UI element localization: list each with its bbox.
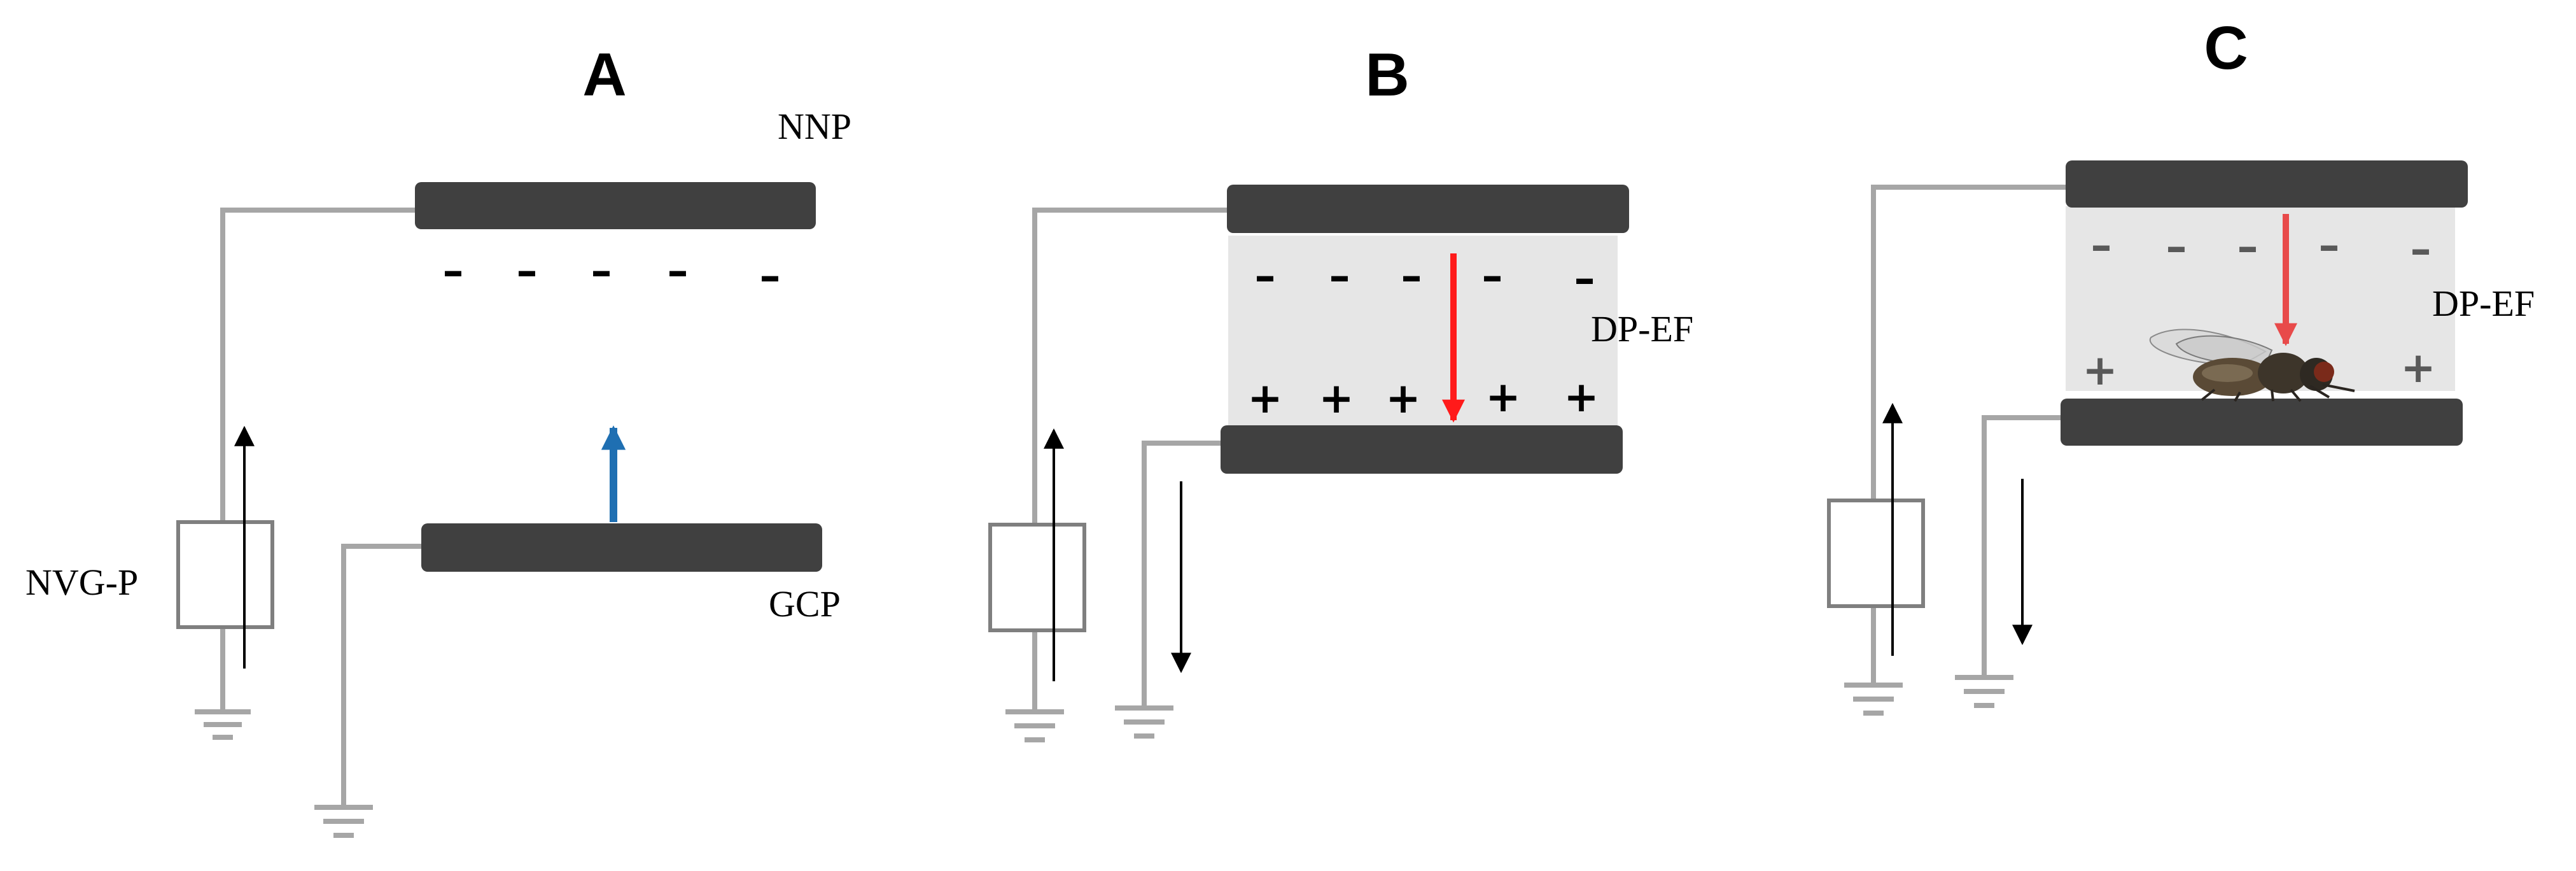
ground-symbol [314,805,373,838]
charge-neg: – [2411,225,2432,274]
field-label: DP-EF [1591,308,1693,350]
bottom-charges-b: + + + + + [1247,372,1599,423]
top-plate [2066,160,2468,208]
generator-box [988,523,1086,632]
charge-neg: – [443,246,464,295]
bottom-plate-gcp [421,523,822,572]
charge-neg: – [2091,221,2112,270]
top-plate-label: NNP [778,106,851,147]
charge-neg: – [591,246,612,295]
bottom-charges-c: + + [2082,343,2435,395]
panel-c: C – – – – – + + [1827,14,2535,716]
bottom-plate [2061,399,2463,446]
wire-bottom-ground [1982,415,2061,677]
charge-neg: – [1401,251,1422,301]
top-charges-c: – – – – – [2091,221,2432,274]
field-label: DP-EF [2432,283,2535,324]
wire-bottom-ground [341,544,421,807]
charge-neg: – [1255,251,1276,301]
wire-generator-top [1032,208,1227,677]
ground-symbol [1955,675,2013,708]
charge-neg: – [517,246,538,295]
panel-b: B – – – – – + + + + + DP-EF [988,41,1693,742]
charge-pos: + [1385,374,1420,423]
charge-pos: + [1564,372,1599,421]
ground-symbol [195,647,251,740]
charge-neg: – [2237,222,2258,271]
top-charges-b: – – – – – [1255,251,1595,303]
bottom-plate [1221,425,1623,474]
wire-bottom-ground [1142,441,1221,708]
charge-pos: + [1319,374,1354,423]
housefly-illustration [2149,329,2355,402]
charge-neg: – [1482,251,1503,301]
ground-symbol [1844,681,1903,716]
top-charges-a: – – – – – [443,246,781,301]
generator-label: NVG-P [25,562,138,603]
wire-generator-top [220,208,415,647]
charge-pos: + [1485,372,1520,421]
ground-symbol [1005,677,1064,742]
charge-neg: – [1574,254,1595,303]
panel-a: A NNP – – – – – GCP NVG-P [25,41,851,838]
charge-neg: – [760,251,781,301]
charge-neg: – [668,246,689,295]
generator-box [1827,499,1925,608]
charge-pos: + [2082,346,2117,395]
panel-label-a: A [582,41,626,109]
charge-neg: – [2319,221,2340,270]
top-plate [1227,185,1629,233]
charge-neg: – [1329,251,1350,301]
bottom-plate-label: GCP [769,583,841,625]
panel-label-c: C [2204,14,2248,82]
generator-box [176,520,274,629]
charge-pos: + [1247,374,1282,423]
top-plate-nnp [415,182,816,229]
field-region-b [1228,236,1618,427]
charge-neg: – [2166,222,2187,271]
panel-label-b: B [1365,41,1409,109]
ground-symbol [1115,705,1173,739]
wire-generator-top [1871,185,2066,681]
charge-pos: + [2400,343,2435,392]
